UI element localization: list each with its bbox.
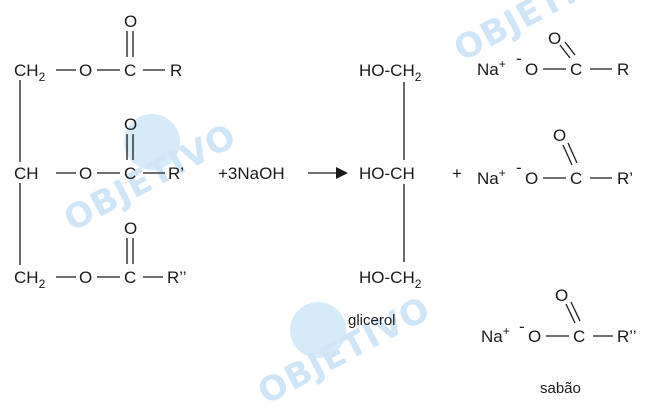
watermark-text: OBJETIVO bbox=[447, 0, 633, 70]
oxygen: O bbox=[525, 60, 538, 79]
r-group: R bbox=[170, 61, 182, 80]
oxygen: O bbox=[528, 327, 541, 346]
carbon: C bbox=[124, 61, 136, 80]
watermark-bottom: OBJETIVO bbox=[251, 289, 437, 408]
soap-salt-r: Na+ - O C O R bbox=[477, 29, 629, 79]
double-bond bbox=[565, 303, 576, 324]
carbon: C bbox=[573, 327, 585, 346]
watermark-logo-icon bbox=[124, 114, 180, 170]
oxygen: O bbox=[525, 169, 538, 188]
r-prime-group: R’ bbox=[168, 164, 184, 183]
charge-minus: - bbox=[519, 317, 525, 336]
watermark-text: OBJETIVO bbox=[251, 289, 437, 408]
watermark-top-right: OBJETIVO bbox=[447, 0, 633, 70]
reaction-arrow-icon bbox=[308, 167, 348, 179]
carbonyl-oxygen: O bbox=[548, 29, 561, 48]
carbon: C bbox=[124, 268, 136, 287]
plus-sign: + bbox=[452, 164, 462, 183]
oxygen: O bbox=[79, 164, 92, 183]
carbonyl-oxygen: O bbox=[555, 286, 568, 305]
r-group: R bbox=[617, 60, 629, 79]
ch2-group: CH2 bbox=[14, 268, 46, 291]
double-bond bbox=[562, 144, 573, 166]
carbon: C bbox=[570, 60, 582, 79]
r-prime-group: R’ bbox=[617, 169, 633, 188]
charge-minus: - bbox=[516, 158, 522, 177]
soap-salt-r-prime: Na+ - O C O R’ bbox=[477, 126, 633, 188]
carbonyl-oxygen: O bbox=[124, 115, 137, 134]
glycerol-ho-ch: HO-CH bbox=[359, 164, 415, 183]
reagent-naoh: +3NaOH bbox=[218, 164, 285, 183]
oxygen: O bbox=[79, 268, 92, 287]
triglyceride: CH2 O C O R CH O C O R’ CH2 O C O R’’ bbox=[14, 12, 187, 291]
carbon: C bbox=[570, 169, 582, 188]
sodium-ion: Na+ bbox=[477, 166, 506, 188]
r-double-prime-group: R’’ bbox=[167, 268, 187, 287]
ch2-group: CH2 bbox=[14, 61, 46, 84]
watermark-logo-icon bbox=[290, 302, 346, 358]
oxygen: O bbox=[79, 61, 92, 80]
double-bond bbox=[564, 41, 576, 56]
double-bond bbox=[570, 301, 581, 322]
glycerol-ho-ch2: HO-CH2 bbox=[359, 268, 422, 291]
ch-group: CH bbox=[14, 164, 39, 183]
double-bond bbox=[559, 44, 571, 59]
carbon: C bbox=[124, 164, 136, 183]
sodium-ion: Na+ bbox=[481, 324, 510, 346]
carbonyl-oxygen: O bbox=[124, 219, 137, 238]
r-double-prime-group: R’’ bbox=[617, 327, 637, 346]
glycerol-label: glicerol bbox=[348, 312, 396, 329]
soap-salt-r-double-prime: Na+ - O C O R’’ bbox=[481, 286, 637, 346]
carbonyl-oxygen: O bbox=[553, 126, 566, 145]
carbonyl-oxygen: O bbox=[124, 12, 137, 31]
double-bond bbox=[567, 142, 578, 164]
soap-label: sabão bbox=[540, 380, 581, 397]
charge-minus: - bbox=[516, 49, 522, 68]
glycerol-ho-ch2: HO-CH2 bbox=[359, 61, 422, 84]
glycerol: HO-CH2 HO-CH HO-CH2 glicerol bbox=[348, 61, 422, 329]
sodium-ion: Na+ bbox=[477, 57, 506, 79]
